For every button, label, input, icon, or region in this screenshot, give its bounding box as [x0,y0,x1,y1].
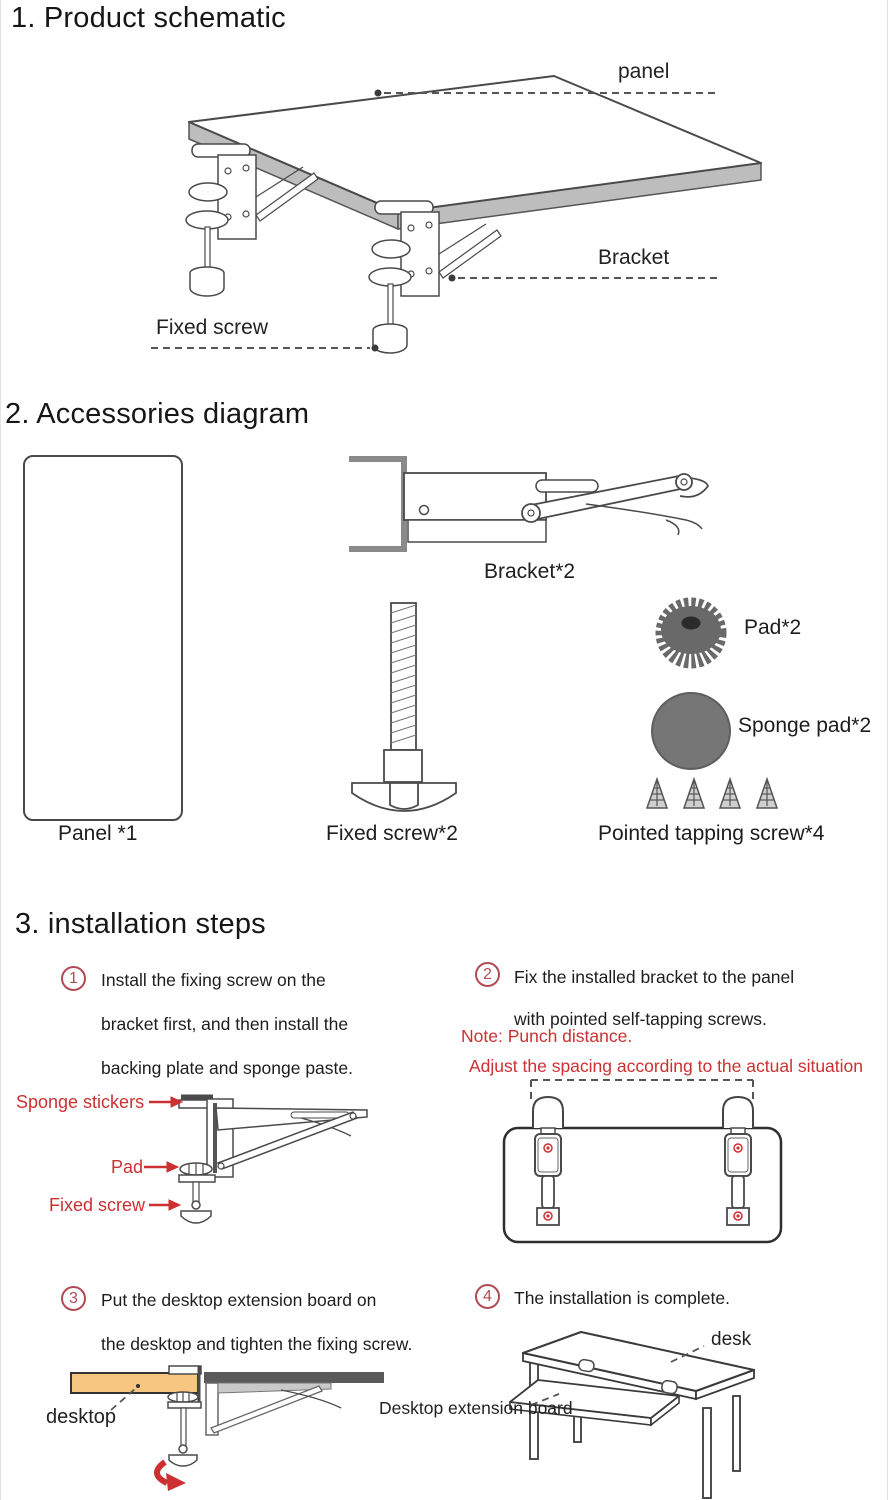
bracket-top-view [532,1095,564,1226]
step1-line1: Install the fixing screw on the [101,970,326,990]
clamp-bracket [185,143,319,297]
extension-board-label: Desktop extension board [379,1398,573,1418]
step2-note2: Adjust the spacing according to the actu… [469,1056,863,1076]
step2-line1: Fix the installed bracket to the panel [514,967,795,987]
desk-top [522,1331,755,1392]
step4-number: 4 [475,1284,500,1309]
desktop-label: desktop [46,1406,117,1428]
panel-top-face [188,75,762,213]
panel-top-view [502,1126,783,1244]
step2-diagram [502,1079,783,1244]
tighten-arrow [154,1459,169,1486]
step1-line2: bracket first, and then install the [101,1014,349,1034]
accessory-fixed-screw-drawing [351,602,457,812]
desk-label: desk [711,1329,752,1350]
step1-number: 1 [61,966,86,991]
sponge-stickers-label: Sponge stickers [16,1092,145,1112]
fixed-screw-label: Fixed screw [156,316,269,339]
bracket-count-caption: Bracket*2 [484,560,576,583]
section2-title: 2. Accessories diagram [5,398,310,430]
panel-label: panel [618,60,670,83]
step1-text: Install the fixing screw on the bracket … [101,958,353,1090]
section1-title: 1. Product schematic [11,2,286,34]
bracket-leader-dot [448,274,456,282]
step2-number: 2 [475,962,500,987]
accessory-pad-drawing [655,597,727,669]
accessory-tapping-screws-drawing [645,776,778,809]
accessory-panel-drawing [23,455,183,821]
sponge-pad-count-caption: Sponge pad*2 [738,714,872,737]
step4-diagram [509,1331,755,1499]
step2-line2: with pointed self-tapping screws. [514,1009,767,1029]
extension-board-top [509,1379,680,1419]
step3-number: 3 [61,1286,86,1311]
product-schematic-drawing [151,75,762,354]
pad-label: Pad [111,1157,144,1177]
step4-text: The installation is complete. [514,1276,730,1320]
fixed-screw-step-label: Fixed screw [49,1195,146,1215]
accessory-sponge-pad-drawing [651,692,731,770]
accessory-bracket-drawing [349,456,709,552]
panel-leader-dot [374,89,382,97]
tapping-screw-count-caption: Pointed tapping screw*4 [598,822,825,845]
step3-line1: Put the desktop extension board on [101,1290,377,1310]
step2-note1: Note: Punch distance. [461,1026,633,1046]
step4-line1: The installation is complete. [514,1288,730,1308]
step1-line3: backing plate and sponge paste. [101,1058,353,1078]
panel-count-caption: Panel *1 [58,822,138,845]
step2-text: Fix the installed bracket to the panel w… [514,956,794,1040]
extension-board-side [204,1372,384,1383]
fixed-screw-count-caption: Fixed screw*2 [326,822,458,845]
pad-count-caption: Pad*2 [744,616,802,639]
fixed-screw-leader-dot [371,344,379,352]
section3-title: 3. installation steps [15,908,266,940]
step1-diagram [144,1094,368,1224]
bracket-label: Bracket [598,246,670,269]
red-pointer-arrows [144,1096,184,1211]
step3-line2: the desktop and tighten the fixing screw… [101,1334,413,1354]
step3-text: Put the desktop extension board on the d… [101,1278,412,1366]
step3-diagram [70,1365,384,1491]
